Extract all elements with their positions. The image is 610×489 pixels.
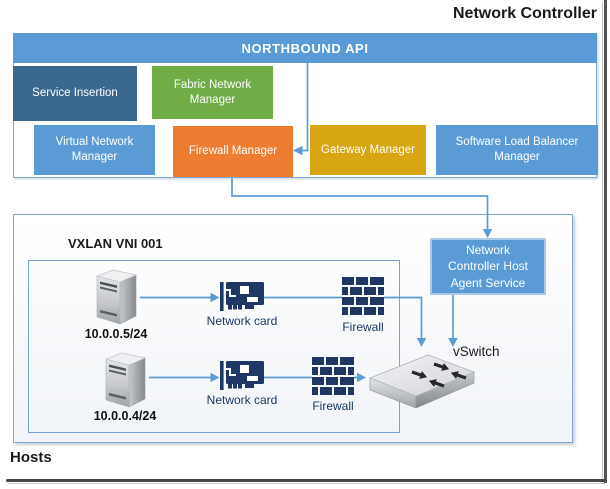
network-controller-title: Network Controller	[452, 5, 597, 22]
module-service-insertion: Service Insertion	[13, 66, 137, 121]
vxlan-label: VXLAN VNI 001	[68, 236, 163, 251]
vswitch-arrows	[411, 362, 467, 388]
frame-border	[604, 0, 607, 483]
network-card-icon	[220, 361, 264, 390]
server-icon	[104, 352, 147, 408]
network-card-icon	[220, 282, 264, 311]
module-firewall-manager: Firewall Manager	[173, 126, 293, 177]
module-virtual-network-manager: Virtual Network Manager	[34, 125, 155, 175]
firewall-label: Firewall	[312, 399, 354, 413]
network-card-label: Network card	[206, 393, 278, 407]
module-slb-manager: Software Load Balancer Manager	[436, 125, 598, 175]
firewall-icon	[312, 357, 354, 395]
network-card-label: Network card	[206, 314, 278, 328]
vxlan-box	[28, 260, 400, 433]
hosts-label: Hosts	[10, 449, 52, 466]
vswitch-label: vSwitch	[453, 344, 500, 359]
frame-border	[602, 2, 603, 480]
server-ip-label: 10.0.0.5/24	[84, 327, 148, 341]
firewall-label: Firewall	[342, 320, 384, 334]
module-gateway-manager: Gateway Manager	[310, 125, 426, 175]
host-agent-service-box: Network Controller Host Agent Service	[430, 238, 546, 295]
server-icon	[95, 269, 138, 325]
frame-border	[6, 479, 606, 482]
firewall-icon	[342, 277, 384, 315]
vswitch-icon	[368, 354, 476, 409]
server-ip-label: 10.0.0.4/24	[93, 409, 157, 423]
frame-border	[8, 483, 605, 484]
module-fabric-network-manager: Fabric Network Manager	[152, 66, 273, 119]
northbound-api-bar: NORTHBOUND API	[13, 33, 597, 63]
